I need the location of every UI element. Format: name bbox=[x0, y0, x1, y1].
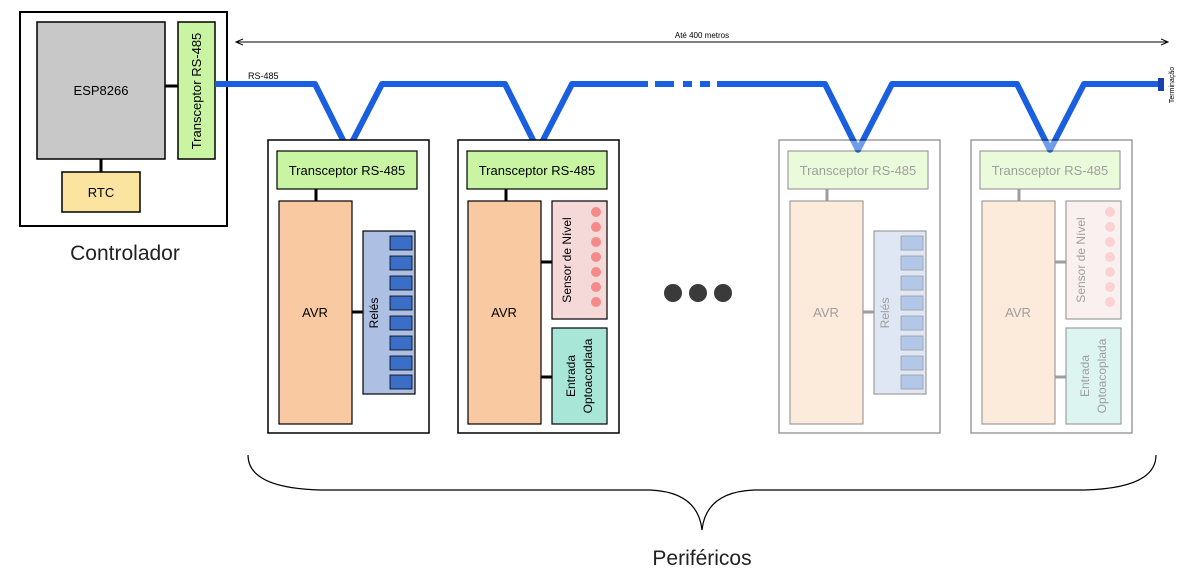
peripheral-sensor-opto-4: Transceptor RS-485 AVR Sensor de Nível E… bbox=[970, 139, 1133, 434]
relay-cells bbox=[389, 235, 413, 390]
avr-block bbox=[981, 200, 1056, 425]
transceiver-label: Transceptor RS-485 bbox=[800, 163, 917, 178]
relay-label: Relés bbox=[367, 298, 381, 329]
distance-indicator: Até 400 metros bbox=[236, 31, 1168, 42]
transceiver-block bbox=[979, 150, 1121, 190]
relay-panel bbox=[873, 230, 927, 395]
level-sensor-label: Sensor de Nível bbox=[560, 217, 574, 302]
opto-block bbox=[1065, 327, 1122, 425]
transceiver-label: Transceptor RS-485 bbox=[479, 163, 596, 178]
distance-label: Até 400 metros bbox=[675, 31, 729, 40]
opto-label-line1: Entrada bbox=[1078, 355, 1092, 397]
controller-group: ESP8266 Transceptor RS-485 RTC Controlad… bbox=[19, 11, 228, 265]
opto-label-line2: Optoacoplada bbox=[581, 338, 595, 413]
avr-block bbox=[789, 200, 864, 425]
relay-label: Relés bbox=[878, 298, 892, 329]
avr-label: AVR bbox=[491, 305, 517, 320]
peripheral-relays-1: Transceptor RS-485 AVR Relés bbox=[267, 139, 430, 434]
esp8266-label: ESP8266 bbox=[74, 83, 129, 98]
avr-label: AVR bbox=[813, 305, 839, 320]
ellipsis-icon bbox=[664, 284, 732, 302]
avr-label: AVR bbox=[302, 305, 328, 320]
controller-transceiver bbox=[177, 21, 216, 160]
transceiver-block bbox=[276, 150, 418, 190]
controller-transceiver-label: Transceptor RS-485 bbox=[189, 33, 204, 150]
transceiver-block bbox=[466, 150, 608, 190]
peripheral-relays-3: Transceptor RS-485 AVR Relés bbox=[778, 139, 941, 434]
peripheral-sensor-opto-2: Transceptor RS-485 AVR Sensor de Nível E… bbox=[457, 139, 620, 434]
rs485-bus bbox=[215, 81, 1160, 153]
termination-block bbox=[1158, 78, 1164, 91]
opto-block bbox=[551, 327, 608, 425]
transceiver-label: Transceptor RS-485 bbox=[992, 163, 1109, 178]
avr-block bbox=[467, 200, 542, 425]
level-sensor-label: Sensor de Nível bbox=[1074, 217, 1088, 302]
level-sensor-block bbox=[1065, 200, 1122, 320]
rtc-label: RTC bbox=[88, 185, 114, 200]
avr-block bbox=[278, 200, 353, 425]
transceiver-block bbox=[787, 150, 929, 190]
peripherals-title: Periféricos bbox=[652, 547, 751, 570]
peripherals-brace bbox=[247, 454, 1157, 531]
bus-label: RS-485 bbox=[248, 71, 279, 81]
transceiver-label: Transceptor RS-485 bbox=[289, 163, 406, 178]
esp8266-block bbox=[36, 21, 166, 160]
relay-cells bbox=[900, 235, 924, 390]
controller-title: Controlador bbox=[70, 242, 180, 265]
rtc-block bbox=[61, 171, 141, 213]
level-sensor-dots bbox=[591, 207, 601, 307]
avr-label: AVR bbox=[1005, 305, 1031, 320]
level-sensor-dots bbox=[1105, 207, 1115, 307]
opto-label-line2: Optoacoplada bbox=[1095, 338, 1109, 413]
termination-label: Terminação bbox=[1169, 67, 1176, 103]
opto-label-line1: Entrada bbox=[564, 355, 578, 397]
